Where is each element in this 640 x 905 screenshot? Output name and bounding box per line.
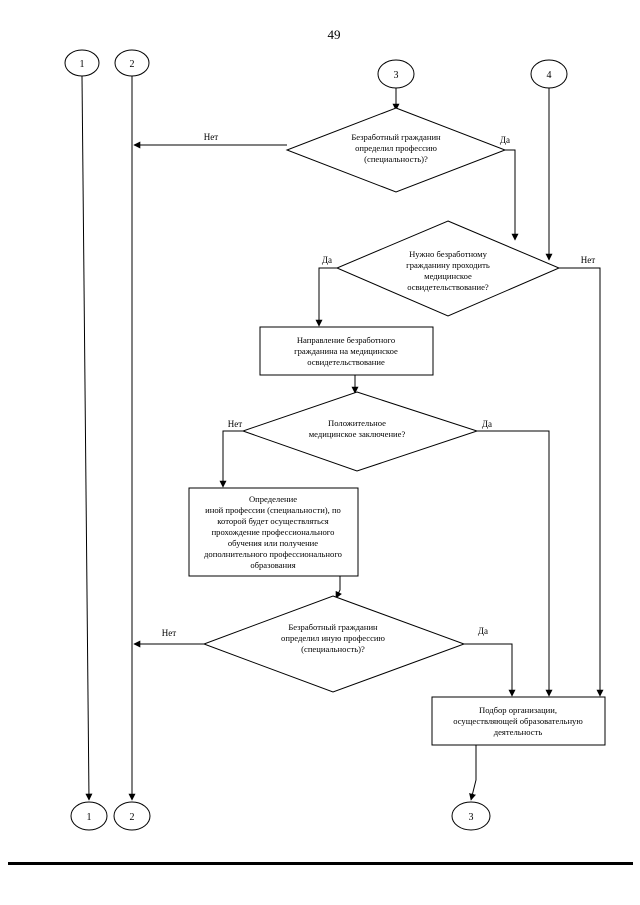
decision-needs-medical: Нужно безработному гражданину проходить … bbox=[335, 220, 561, 317]
flow-line-1 bbox=[81, 75, 93, 801]
other-profession-line-5: обучения или получение bbox=[228, 538, 318, 548]
decision-4-line-3: (специальность)? bbox=[301, 644, 365, 654]
decision-2-line-2: гражданину проходить bbox=[406, 260, 490, 270]
connector-bottom-1-label: 1 bbox=[87, 812, 92, 823]
d2-no-label: Нет bbox=[581, 255, 595, 265]
d2-yes-label: Да bbox=[322, 255, 332, 265]
process-referral: Направление безработного гражданина на м… bbox=[259, 326, 434, 376]
connector-bottom-1: 1 bbox=[70, 801, 108, 831]
connector-top-4-label: 4 bbox=[547, 70, 552, 81]
other-profession-line-4: прохождение профессионального bbox=[212, 527, 335, 537]
process-other-profession: Определение иной профессии (специальност… bbox=[188, 487, 359, 577]
connector-bottom-3-label: 3 bbox=[469, 812, 474, 823]
decision-2-line-3: медицинское bbox=[424, 271, 472, 281]
connector-top-1-label: 1 bbox=[80, 59, 85, 70]
page-number: 49 bbox=[328, 27, 341, 42]
decision-positive-conclusion: Положительное медицинское заключение? bbox=[241, 391, 479, 472]
d4-no-label: Нет bbox=[162, 628, 176, 638]
d1-yes-label: Да bbox=[500, 135, 510, 145]
connector-top-1: 1 bbox=[64, 49, 100, 77]
decision-3-line-2: медицинское заключение? bbox=[309, 429, 406, 439]
other-profession-line-2: иной профессии (специальности), по bbox=[205, 505, 341, 515]
flow-other-to-d4 bbox=[335, 576, 342, 599]
flow-d3-no bbox=[219, 430, 243, 488]
referral-line-2: гражданина на медицинское bbox=[294, 346, 398, 356]
decision-1-line-2: определил профессию bbox=[355, 143, 437, 153]
selection-line-1: Подбор организации, bbox=[479, 705, 557, 715]
decision-2-line-4: освидетельствование? bbox=[407, 282, 489, 292]
connector-top-3-label: 3 bbox=[394, 70, 399, 81]
flow-d4-yes bbox=[464, 643, 516, 697]
other-profession-line-7: образования bbox=[250, 560, 295, 570]
connector-top-2-label: 2 bbox=[130, 59, 135, 70]
decision-3-line-1: Положительное bbox=[328, 418, 386, 428]
flow-d2-no bbox=[559, 267, 604, 697]
d1-no-label: Нет bbox=[204, 132, 218, 142]
flow-d3-yes bbox=[477, 430, 553, 697]
other-profession-line-1: Определение bbox=[249, 494, 297, 504]
referral-line-1: Направление безработного bbox=[297, 335, 395, 345]
connector-top-3: 3 bbox=[377, 59, 415, 89]
process-selection: Подбор организации, осуществляющей образ… bbox=[431, 696, 606, 746]
flow-d2-yes bbox=[315, 267, 337, 327]
decision-2-line-1: Нужно безработному bbox=[409, 249, 488, 259]
d3-no-label: Нет bbox=[228, 419, 242, 429]
other-profession-line-3: которой будет осуществляться bbox=[217, 516, 328, 526]
flow-selection-to-c3 bbox=[469, 745, 477, 801]
other-profession-line-6: дополнительного профессионального bbox=[204, 549, 342, 559]
connector-bottom-2-label: 2 bbox=[130, 812, 135, 823]
d3-yes-label: Да bbox=[482, 419, 492, 429]
decision-4-line-2: определил иную профессию bbox=[281, 633, 385, 643]
decision-determined-profession: Безработный гражданин определил професси… bbox=[285, 107, 507, 193]
connector-top-2: 2 bbox=[114, 49, 150, 77]
connector-bottom-2: 2 bbox=[113, 801, 151, 831]
decision-1-line-3: (специальность)? bbox=[364, 154, 428, 164]
referral-line-3: освидетельствование bbox=[307, 357, 385, 367]
decision-4-line-1: Безработный гражданин bbox=[288, 622, 378, 632]
decision-determined-other: Безработный гражданин определил иную про… bbox=[202, 595, 466, 693]
decision-1-line-1: Безработный гражданин bbox=[351, 132, 441, 142]
d4-yes-label: Да bbox=[478, 626, 488, 636]
selection-line-3: деятельность bbox=[494, 727, 543, 737]
selection-line-2: осуществляющей образовательную bbox=[453, 716, 583, 726]
connector-top-4: 4 bbox=[530, 59, 568, 89]
connector-bottom-3: 3 bbox=[451, 801, 491, 831]
bottom-rule bbox=[8, 862, 633, 865]
flow-d1-yes bbox=[505, 149, 519, 241]
